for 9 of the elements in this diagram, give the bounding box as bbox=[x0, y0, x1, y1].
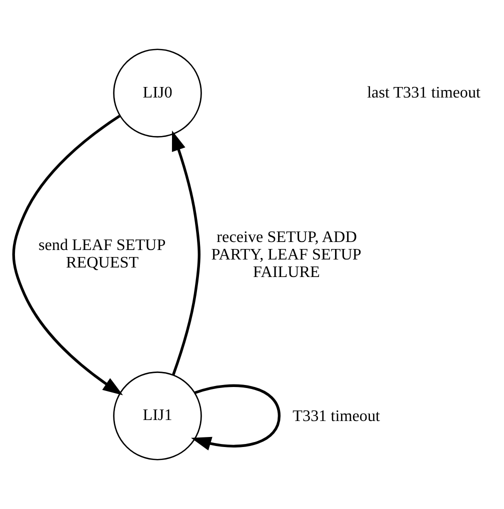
edge-label: receive SETUP, ADD PARTY, LEAF SETUP FAILURE bbox=[211, 228, 362, 281]
edge-label: T331 timeout bbox=[292, 408, 380, 425]
label: last T331 timeout bbox=[367, 84, 481, 102]
arrow bbox=[190, 384, 281, 450]
arrow bbox=[12, 114, 123, 396]
node-circle: LIJ1 bbox=[113, 372, 202, 460]
edge-label: send LEAF SETUP REQUEST bbox=[38, 236, 166, 272]
arrow bbox=[172, 130, 200, 376]
node-circle: LIJ0 bbox=[113, 48, 202, 138]
